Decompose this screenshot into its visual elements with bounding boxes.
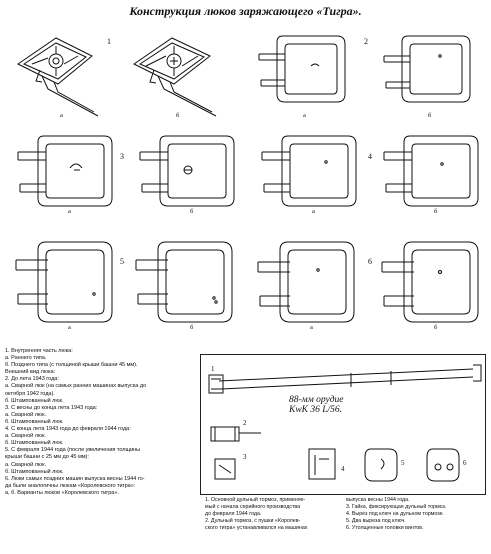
caption-line: 4. Вырез под ключ на дульном тормозе.	[346, 511, 445, 517]
row-number-2: 2	[364, 37, 368, 46]
gun-diagram-frame: 1 2 3 4 5 6	[200, 354, 486, 495]
sub-label-b-5: б	[190, 324, 194, 331]
caption-line: б. Штампованный люк.	[5, 440, 64, 447]
caption-line: октября 1942 года).	[5, 390, 55, 397]
caption-line: да были аналогичны люкам «Королевского т…	[5, 482, 136, 489]
sub-label-b-2: б	[428, 112, 432, 119]
caption-line: 3. С весны до конца лета 1943 года:	[5, 404, 98, 411]
row-number-3: 3	[120, 152, 124, 161]
sub-label-a-5: а	[68, 324, 71, 331]
gun-callout-3: 3	[243, 453, 247, 461]
caption-line: б. Позднего типа (с толщиной крыши башни…	[5, 362, 138, 369]
caption-line: 6. Люки самых поздних машин выпуска весн…	[5, 475, 145, 482]
sub-label-b-3: б	[190, 208, 194, 215]
sub-label-a-3: а	[68, 208, 71, 215]
caption-line: а. Сварной люк.	[5, 433, 46, 440]
hatch-interior-late-drawing	[128, 34, 218, 120]
gun-diagram-drawing: 1 2 3 4 5 6	[208, 364, 482, 482]
gun-label-line2: KwK 36 L/56.	[289, 405, 343, 415]
gun-label: 88-мм орудие KwK 36 L/56.	[289, 395, 379, 415]
hatch-exterior-5a-drawing	[14, 236, 118, 330]
caption-line: а. Сварной люк.	[5, 411, 46, 418]
gun-label-line1: 88-мм орудие	[289, 395, 344, 405]
sub-label-a-1: а	[60, 112, 63, 119]
caption-line: б. Штампованный люк.	[5, 468, 64, 475]
caption-line: 5. Два выреза под ключ.	[346, 518, 406, 524]
caption-line: а. Сварной люк.	[5, 461, 46, 468]
hatch-exterior-6a-drawing	[256, 236, 360, 330]
caption-line: крыши башни с 25 мм до 45 мм):	[5, 454, 89, 461]
caption-line: ского тигра» устанавливался на машинах	[205, 525, 308, 531]
hatch-exterior-3a-drawing	[14, 130, 118, 214]
hatch-exterior-5b-drawing	[134, 236, 238, 330]
hatch-exterior-2a-drawing	[255, 30, 351, 112]
hatch-interior-early-drawing	[12, 34, 100, 120]
gun-callout-4: 4	[341, 465, 345, 473]
sub-label-a-6: а	[310, 324, 313, 331]
hatch-exterior-4a-drawing	[258, 130, 362, 214]
gun-caption-column-1: 1. Основной дульный тормоз, применяе- мы…	[205, 497, 307, 532]
caption-line: 3. Гайка, фиксирующая дульный тормоз.	[346, 504, 447, 510]
sub-label-b-1: б	[176, 112, 180, 119]
hatch-exterior-6b-drawing	[378, 236, 484, 330]
caption-line: б. Штампованный люк.	[5, 397, 64, 404]
caption-line: выпуска весны 1944 года.	[346, 497, 410, 503]
caption-line: 5. С февраля 1944 года (после увеличения…	[5, 447, 141, 454]
gun-callout-1: 1	[211, 365, 215, 373]
caption-line: а. Раннего типа.	[5, 355, 47, 362]
page-title: Конструкция люков заряжающего «Тигра».	[129, 4, 362, 18]
gun-callout-2: 2	[243, 419, 247, 427]
row-number-6: 6	[368, 257, 372, 266]
caption-line: до февраля 1944 года.	[205, 511, 262, 517]
gun-caption-column-2: выпуска весны 1944 года. 3. Гайка, фикси…	[346, 497, 446, 532]
sub-label-a-2: а	[303, 112, 306, 119]
sub-label-b-4: б	[434, 208, 438, 215]
hatch-exterior-2b-drawing	[380, 30, 476, 112]
caption-line: б. Штампованный люк.	[5, 418, 64, 425]
sub-label-b-6: б	[434, 324, 438, 331]
caption-line: 2. Дульный тормоз, с пушки «Королев-	[205, 518, 301, 524]
caption-line: мый с начала серийного производства	[205, 504, 301, 510]
hatch-caption-list: 1. Внутренняя часть люка: а. Раннего тип…	[5, 348, 197, 497]
row-number-1: 1	[107, 37, 111, 46]
caption-line: 1. Основной дульный тормоз, применяе-	[205, 497, 306, 503]
caption-line: а, б. Варианты люков «Королевского тигра…	[5, 489, 119, 496]
hatch-exterior-4b-drawing	[380, 130, 484, 214]
row-number-4: 4	[368, 152, 372, 161]
gun-callout-6: 6	[463, 459, 467, 467]
caption-line: 1. Внутренняя часть люка:	[5, 348, 73, 354]
caption-line: 2. До лета 1943 года:	[5, 376, 59, 383]
row-number-5: 5	[120, 257, 124, 266]
sub-label-a-4: а	[312, 208, 315, 215]
gun-callout-5: 5	[401, 459, 405, 467]
hatch-exterior-3b-drawing	[136, 130, 240, 214]
caption-line: Внешний вид люка:	[5, 369, 56, 376]
caption-line: 6. Утолщенные головки винтов.	[346, 525, 424, 531]
caption-line: 4. С конца лета 1943 года до февраля 194…	[5, 426, 131, 433]
caption-line: а. Сварной люк (на самых ранних машинах …	[5, 383, 147, 390]
